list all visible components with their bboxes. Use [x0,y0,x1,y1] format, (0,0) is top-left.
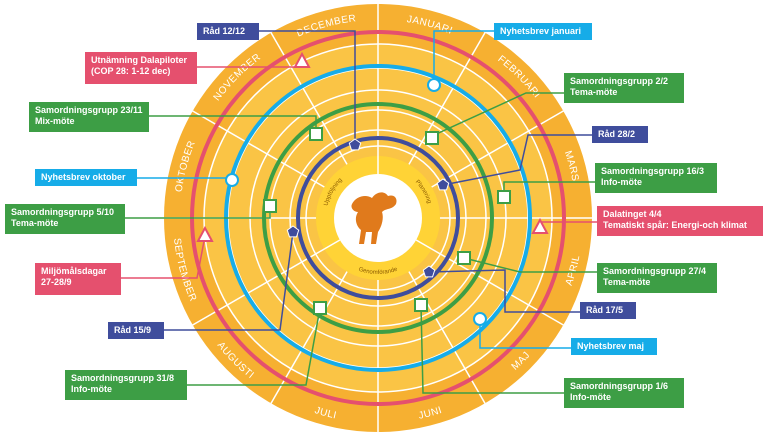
connector-sg-27-4 [463,257,597,273]
marker-miljomal [196,225,214,242]
marker-nyhet-okt [225,173,239,187]
label-utnamning[interactable]: Utnämning Dalapiloter (COP 28: 1-12 dec) [85,52,197,84]
label-dalatinget[interactable]: Dalatinget 4/4 Tematiskt spår: Energi-oc… [597,206,763,236]
connector-sg-23-11 [149,115,317,132]
marker-nyhet-jan [427,78,441,92]
label-sg-31-8[interactable]: Samordningsgrupp 31/8 Info-möte [65,370,187,400]
connector-miljomal [121,235,206,279]
label-rad-15-9[interactable]: Råd 15/9 [108,322,164,339]
connector-sg-2-2 [431,92,564,137]
label-miljomal[interactable]: Miljömålsdagar 27-28/9 [35,263,121,295]
marker-dalatinget [531,217,549,234]
center-text-genomforande: Genomförande [358,266,399,276]
label-sg-1-6[interactable]: Samordningsgrupp 1/6 Info-möte [564,378,684,408]
label-rad-28-2[interactable]: Råd 28/2 [592,126,648,143]
connector-rad-12-12 [259,30,356,143]
label-sg-2-2[interactable]: Samordningsgrupp 2/2 Tema-möte [564,73,684,103]
core-divider-2 [323,239,341,250]
marker-sg-27-4 [457,251,471,265]
marker-rad-12-12 [348,138,362,151]
label-sg-23-11[interactable]: Samordningsgrupp 23/11 Mix-möte [29,102,149,132]
moose-logo-icon [351,192,397,244]
connector-nyhet-maj [479,319,571,349]
label-nyhet-okt[interactable]: Nyhetsbrev oktober [35,169,137,186]
core-divider-1 [415,239,433,250]
marker-utnamning [293,51,311,68]
label-nyhet-maj[interactable]: Nyhetsbrev maj [571,338,657,355]
marker-sg-2-2 [425,131,439,145]
connector-rad-15-9 [164,231,294,331]
connector-rad-17-5 [428,269,580,313]
marker-nyhet-maj [473,312,487,326]
connector-nyhet-jan [433,30,494,85]
marker-rad-15-9 [286,225,300,238]
ring-navy [296,136,460,300]
connector-rad-28-2 [442,134,592,186]
marker-sg-5-10 [263,199,277,213]
marker-rad-17-5 [422,265,436,278]
connector-sg-1-6 [420,304,564,394]
label-nyhet-jan[interactable]: Nyhetsbrev januari [494,23,592,40]
marker-sg-1-6 [414,298,428,312]
label-rad-17-5[interactable]: Råd 17/5 [580,302,636,319]
marker-sg-16-3 [497,190,511,204]
marker-sg-23-11 [309,127,323,141]
label-sg-5-10[interactable]: Samordningsgrupp 5/10 Tema-möte [5,204,125,234]
marker-rad-28-2 [436,178,450,191]
marker-sg-31-8 [313,301,327,315]
label-sg-16-3[interactable]: Samordningsgrupp 16/3 Info-möte [595,163,717,193]
label-rad-12-12[interactable]: Råd 12/12 [197,23,259,40]
connector-sg-31-8 [187,307,321,386]
label-sg-27-4[interactable]: Samordningsgrupp 27/4 Tema-möte [597,263,717,293]
